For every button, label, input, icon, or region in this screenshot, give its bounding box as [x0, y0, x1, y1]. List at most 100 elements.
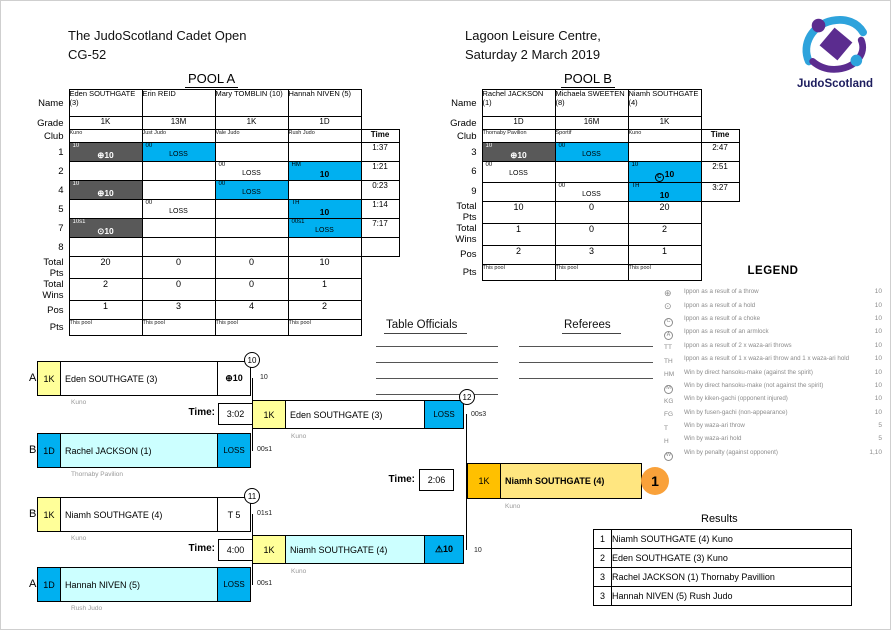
logo-mark — [802, 16, 867, 73]
sf1-time-cell: 3:02 — [218, 403, 253, 425]
match-number-label: 6 — [471, 166, 477, 178]
score-cell: 10⊕10 — [68, 180, 143, 200]
ippon-hold-icon: ⊙ — [664, 301, 672, 312]
match-time-cell — [360, 237, 400, 257]
club-cell: Vale Judo — [214, 129, 289, 143]
club-label: Thornaby Pavilion — [71, 471, 124, 478]
blocked-cell — [214, 142, 289, 162]
club-label: Kuno — [71, 399, 87, 406]
total-pts-value: 0 — [554, 200, 629, 224]
score-cell: ⊕10 — [217, 361, 251, 396]
blocked-cell — [214, 218, 289, 238]
side-score: 10 — [260, 374, 268, 381]
total-pts-value: 20 — [68, 256, 143, 279]
club-cell: Rush Judo — [287, 129, 362, 143]
name-label: Name — [38, 97, 64, 109]
empty-score-cell — [214, 237, 289, 257]
result-row: 1 Niamh SOUTHGATE (4) Kuno — [593, 529, 852, 549]
competitor-name-cell: Eden SOUTHGATE (3) — [285, 400, 425, 429]
player-name-cell: Rachel JACKSON (1) — [481, 89, 556, 117]
club-label: Rush Judo — [71, 605, 103, 612]
results-table: 1 Niamh SOUTHGATE (4) Kuno 2 Eden SOUTHG… — [593, 529, 852, 606]
match-number-label: 4 — [58, 184, 64, 196]
result-text: Hannah NIVEN (5) Rush Judo — [611, 586, 852, 606]
result-place: 2 — [593, 548, 612, 568]
result-text: Eden SOUTHGATE (3) Kuno — [611, 548, 852, 568]
grade-cell: 1K — [467, 463, 501, 499]
score-cell: ⚠10 — [424, 535, 464, 564]
pool-a-table: Name Eden SOUTHGATE (3) Erin REID Mary T… — [31, 89, 400, 336]
blocked-cell — [287, 180, 362, 200]
club-label: Kuno — [505, 503, 521, 510]
total-wins-value: 1 — [287, 278, 362, 301]
ippon-armlock-icon: A — [664, 331, 673, 341]
club-label: Kuno — [291, 568, 307, 575]
champion-name-cell: Niamh SOUTHGATE (4) — [500, 463, 642, 499]
event-title: The JudoScotland Cadet Open — [68, 28, 247, 43]
match-time-cell: 0:23 — [360, 180, 400, 200]
signature-line — [376, 362, 498, 363]
total-pts-label: Total Pts — [456, 201, 477, 223]
total-wins-label: Total Wins — [455, 223, 477, 245]
ippon-choke-icon: C — [664, 317, 673, 327]
total-wins-value: 0 — [214, 278, 289, 301]
blocked-cell — [141, 218, 216, 238]
total-pts-value: 10 — [287, 256, 362, 279]
grade-label: Grade — [450, 117, 477, 129]
pts-note-cell: This pool — [554, 263, 629, 281]
pos-value: 3 — [141, 300, 216, 320]
grade-cell: 1K — [214, 116, 289, 130]
blocked-cell — [141, 180, 216, 200]
blocked-cell — [68, 199, 143, 219]
total-pts-value: 0 — [214, 256, 289, 279]
spacer-cell — [361, 117, 399, 130]
grade-cell: 1K — [37, 361, 61, 396]
referees-heading: Referees — [562, 315, 621, 334]
result-text: Rachel JACKSON (1) Thornaby Pavillion — [611, 567, 852, 587]
score-cell: 10⊕10 — [68, 142, 143, 162]
blocked-cell — [287, 142, 362, 162]
total-wins-value: 0 — [554, 222, 629, 246]
side-score: 10 — [474, 547, 482, 554]
finalist-top-row: 1K Eden SOUTHGATE (3) LOSS — [252, 400, 464, 429]
pts-label: Pts — [462, 266, 477, 278]
club-label: Kuno — [71, 535, 87, 542]
competitor-name-cell: Niamh SOUTHGATE (4) — [60, 497, 218, 532]
grade-cell: 16M — [554, 116, 629, 130]
event-date: Saturday 2 March 2019 — [465, 47, 601, 62]
time-header-cell: Time — [700, 129, 740, 143]
pool-b-title: POOL B — [561, 70, 615, 88]
pool-b-table: Name Rachel JACKSON (1) Michaela SWEETEN… — [446, 89, 740, 281]
club-cell: Kuno — [627, 129, 702, 143]
grade-cell: 13M — [141, 116, 216, 130]
match-number-label: 9 — [471, 186, 477, 197]
pos-value: 3 — [554, 244, 629, 265]
blocked-cell — [68, 237, 143, 257]
grade-cell: 1K — [37, 497, 61, 532]
results-title: Results — [701, 513, 738, 525]
venue-name: Lagoon Leisure Centre, — [465, 28, 601, 43]
pts-note-cell: This pool — [481, 263, 556, 281]
score-cell: LOSS — [217, 567, 251, 602]
competitor-name-cell: Hannah NIVEN (5) — [60, 567, 218, 602]
total-wins-label: Total Wins — [42, 278, 64, 301]
pos-label: Pos — [460, 249, 477, 260]
event-code: CG-52 — [68, 47, 107, 62]
logo-text: JudoScotland — [796, 78, 874, 90]
time-header-cell: Time — [360, 129, 400, 143]
match-number-label: 2 — [58, 165, 64, 177]
player-name-cell: Eden SOUTHGATE (3) — [68, 89, 143, 117]
grade-label: Grade — [37, 117, 64, 129]
club-label: Club — [456, 130, 477, 142]
pts-note-cell: This pool — [68, 319, 143, 336]
